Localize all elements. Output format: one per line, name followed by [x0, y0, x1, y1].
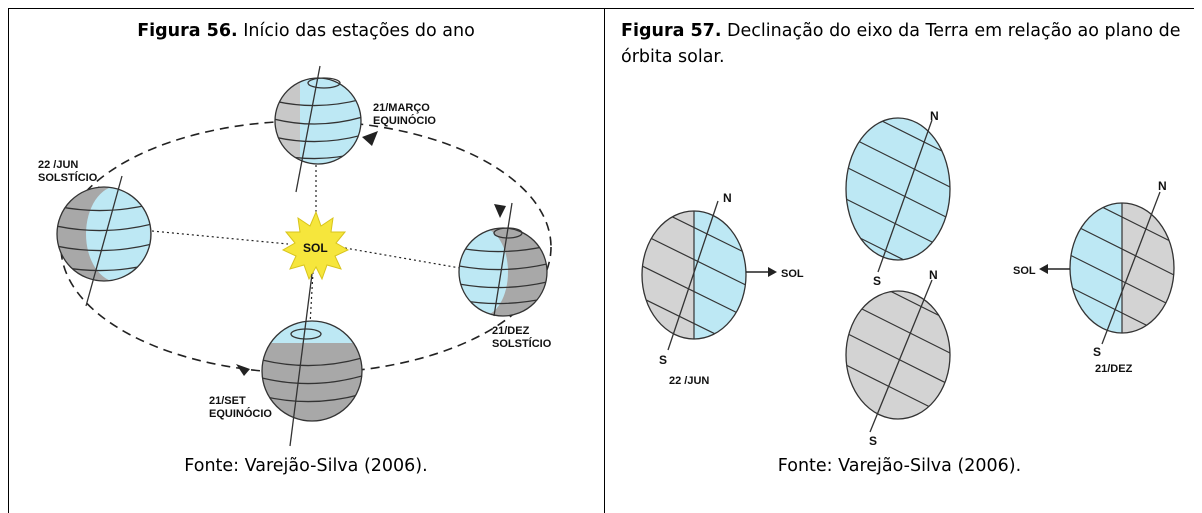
column-divider [604, 8, 605, 513]
earth-september-icon [261, 273, 363, 447]
arrow-right-icon [768, 267, 777, 277]
label-s-1: S [659, 353, 667, 367]
figure-57-source: Fonte: Varejão-Silva (2006). [777, 456, 1022, 476]
figure-56-orbit-diagram: 21/MARÇO EQUINÓCIO 22 /JUN SOLSTÍCIO SOL… [38, 65, 552, 447]
label-march-event: EQUINÓCIO [373, 114, 436, 127]
figure-57-tilt-diagram: N S SOL 22 /JUN N S N S SOL N S 21/DEZ [641, 109, 1175, 448]
label-s-4: S [1093, 345, 1101, 359]
label-jun: 22 /JUN [669, 375, 709, 387]
label-dez: 21/DEZ [1095, 363, 1133, 375]
figure-56-source: Fonte: Varejão-Silva (2006). [184, 456, 428, 476]
earth-june-icon [56, 175, 152, 307]
label-december-event: SOLSTÍCIO [492, 337, 552, 350]
label-n-1: N [723, 191, 732, 205]
label-september-date: 21/SET [209, 395, 246, 407]
earth-tilt-bottom-icon [845, 279, 951, 433]
label-n-3: N [929, 268, 938, 282]
orbit-path [60, 120, 552, 374]
earth-tilt-top-icon [845, 117, 951, 273]
sun-icon [281, 210, 350, 281]
label-december-date: 21/DEZ [492, 325, 530, 337]
label-june-date: 22 /JUN [38, 159, 78, 171]
table-frame [8, 8, 1194, 513]
label-sol: SOL [303, 241, 328, 255]
earth-june-tilt-icon [641, 200, 747, 351]
earth-march-icon [274, 65, 362, 193]
figure-56-caption: Figura 56. Início das estações do ano [137, 21, 475, 41]
earth-december-tilt-icon [1069, 191, 1175, 345]
label-s-2: S [873, 274, 881, 288]
label-sol-left: SOL [1013, 265, 1036, 277]
arrow-left-icon [1039, 264, 1048, 274]
label-sol-right: SOL [781, 268, 804, 280]
label-n-4: N [1158, 179, 1167, 193]
label-n-2: N [930, 109, 939, 123]
label-june-event: SOLSTÍCIO [38, 171, 98, 184]
earth-december-icon [458, 202, 548, 317]
label-september-event: EQUINÓCIO [209, 407, 272, 420]
label-march-date: 21/MARÇO [373, 102, 430, 114]
figure-57-caption: Figura 57. Declinação do eixo da Terra e… [621, 21, 1181, 67]
label-s-3: S [869, 434, 877, 448]
